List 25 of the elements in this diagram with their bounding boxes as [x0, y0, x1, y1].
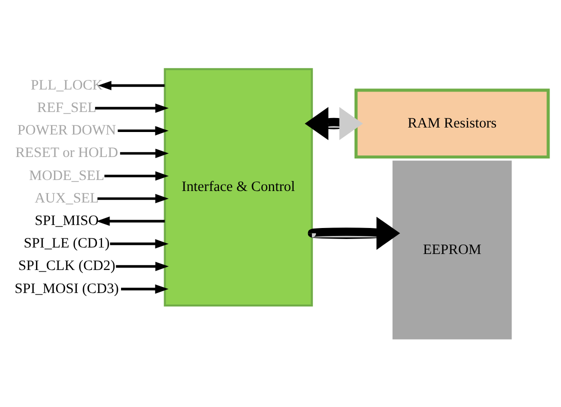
node-box: RAM Resistors — [354, 88, 550, 158]
arrow — [116, 261, 169, 271]
node-text: SPI_LE (CD1) — [24, 235, 110, 252]
node-text: PLL_LOCK — [30, 76, 103, 93]
arrow — [310, 216, 400, 250]
node-text: SPI_MISO — [34, 212, 99, 229]
node-text: POWER DOWN — [17, 122, 116, 138]
node-box: Interface & Control — [164, 68, 313, 306]
arrow — [96, 216, 165, 226]
node-text: SPI_CLK (CD2) — [18, 258, 116, 274]
node-text: AUX_SEL — [34, 190, 99, 206]
arrow — [97, 193, 169, 203]
arrow — [98, 80, 165, 90]
arrow — [120, 148, 169, 158]
node-text: REF_SEL — [37, 99, 96, 116]
arrow — [104, 170, 169, 180]
arrow — [118, 126, 169, 135]
node-text: RESET or HOLD — [15, 144, 118, 161]
arrow — [95, 102, 169, 112]
node-text: MODE_SEL — [29, 167, 104, 184]
node-box: EEPROM — [392, 160, 512, 339]
node-text: SPI_MOSI (CD3) — [14, 280, 119, 296]
arrow — [304, 106, 363, 140]
arrow — [121, 284, 169, 294]
arrow — [110, 238, 169, 248]
